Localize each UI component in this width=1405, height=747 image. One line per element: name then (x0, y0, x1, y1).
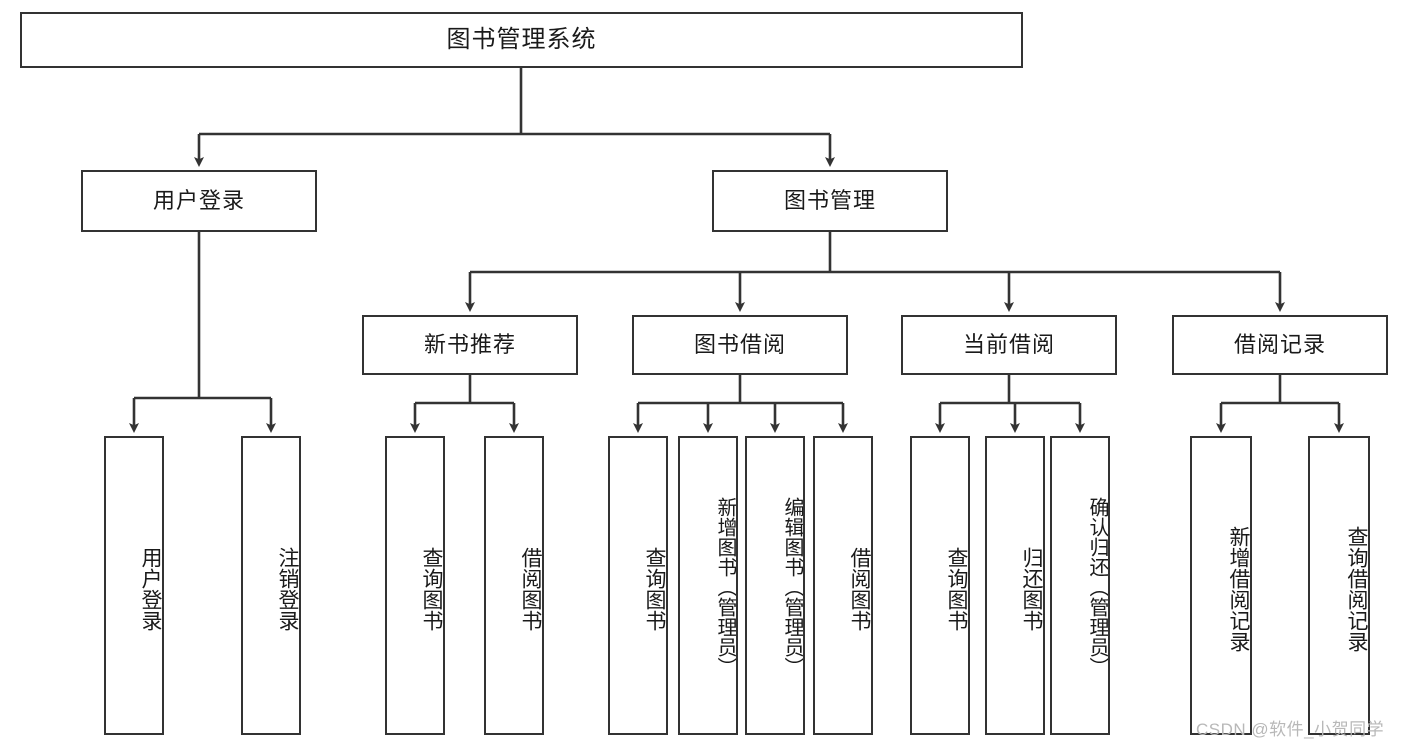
leaf-query-book-current[interactable]: 查询图书 (910, 436, 970, 735)
leaf-borrow-book[interactable]: 借阅图书 (813, 436, 873, 735)
node-root[interactable]: 图书管理系统 (20, 12, 1023, 68)
leaf-confirm-return-admin-label: 确认归还（管理员） (1086, 496, 1108, 677)
leaf-add-borrow-record-label: 新增借阅记录 (1227, 525, 1250, 652)
leaf-query-book-recommend-label: 查询图书 (420, 546, 443, 631)
node-book-borrow[interactable]: 图书借阅 (632, 315, 848, 375)
leaf-add-book-admin[interactable]: 新增图书（管理员） (678, 436, 738, 735)
node-borrow-record-label: 借阅记录 (1233, 331, 1326, 357)
leaf-query-book-borrow-label: 查询图书 (643, 546, 666, 631)
node-new-book-recommend[interactable]: 新书推荐 (362, 315, 578, 375)
leaf-logout[interactable]: 注销登录 (241, 436, 301, 735)
node-borrow-record[interactable]: 借阅记录 (1172, 315, 1388, 375)
leaf-query-borrow-record[interactable]: 查询借阅记录 (1308, 436, 1370, 735)
leaf-borrow-book-recommend-label: 借阅图书 (519, 546, 542, 631)
node-current-borrow-label: 当前借阅 (962, 331, 1055, 357)
leaf-query-book-recommend[interactable]: 查询图书 (385, 436, 445, 735)
leaf-query-borrow-record-label: 查询借阅记录 (1345, 525, 1368, 652)
leaf-borrow-book-label: 借阅图书 (848, 546, 871, 631)
node-book-management-label: 图书管理 (783, 187, 876, 213)
leaf-confirm-return-admin[interactable]: 确认归还（管理员） (1050, 436, 1110, 735)
leaf-query-book-borrow[interactable]: 查询图书 (608, 436, 668, 735)
node-current-borrow[interactable]: 当前借阅 (901, 315, 1117, 375)
leaf-add-book-admin-label: 新增图书（管理员） (714, 496, 736, 677)
leaf-add-borrow-record[interactable]: 新增借阅记录 (1190, 436, 1252, 735)
leaf-query-book-current-label: 查询图书 (945, 546, 968, 631)
node-user-login[interactable]: 用户登录 (81, 170, 317, 232)
node-root-label: 图书管理系统 (446, 25, 597, 53)
node-new-book-recommend-label: 新书推荐 (423, 331, 516, 357)
node-book-management[interactable]: 图书管理 (712, 170, 948, 232)
leaf-return-book-label: 归还图书 (1020, 546, 1043, 631)
leaf-user-login-label: 用户登录 (139, 546, 162, 631)
leaf-edit-book-admin-label: 编辑图书（管理员） (781, 496, 803, 677)
leaf-user-login[interactable]: 用户登录 (104, 436, 164, 735)
node-user-login-label: 用户登录 (152, 187, 245, 213)
leaf-edit-book-admin[interactable]: 编辑图书（管理员） (745, 436, 805, 735)
leaf-borrow-book-recommend[interactable]: 借阅图书 (484, 436, 544, 735)
leaf-logout-label: 注销登录 (276, 546, 299, 631)
watermark-text: CSDN @软件_小贺同学 (1196, 720, 1385, 739)
leaf-return-book[interactable]: 归还图书 (985, 436, 1045, 735)
node-book-borrow-label: 图书借阅 (693, 331, 786, 357)
